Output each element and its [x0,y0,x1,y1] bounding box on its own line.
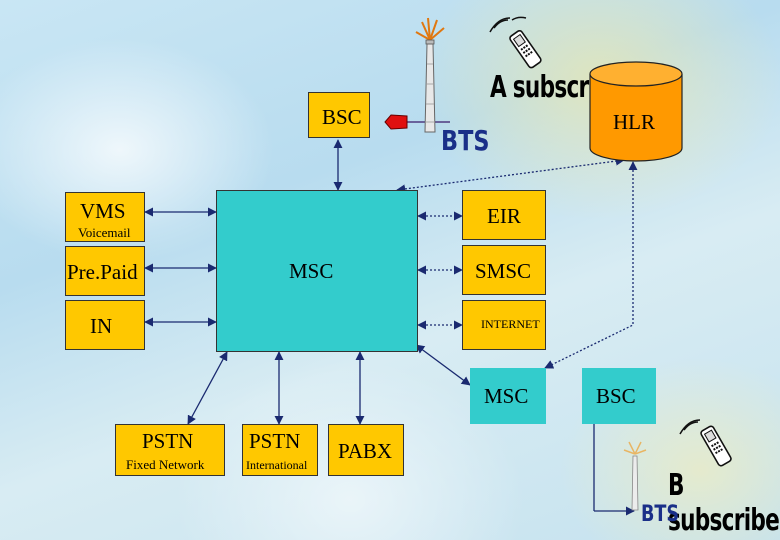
mobile-phone-icon [489,16,542,69]
hlr-label: HLR [613,110,655,134]
link-hlr-msc2 [544,161,638,369]
prepaid-node[interactable]: Pre.Paid [65,246,145,296]
link-msc-hlr [396,156,625,194]
pstn-intl-node[interactable]: PSTN International [242,424,318,476]
pabx-node[interactable]: PABX [328,424,404,476]
msc-second-node[interactable]: MSC [470,368,546,424]
smsc-node[interactable]: SMSC [462,245,546,295]
bts-top-label: BTS [441,124,490,157]
pstn-fixed-label: PSTN [142,429,194,453]
bsc-right-node[interactable]: BSC [582,368,656,424]
msc-second-label: MSC [484,384,529,408]
internet-label: INTERNET [481,317,540,331]
bsc-top-node[interactable]: BSC [308,92,370,138]
vms-sublabel: Voicemail [78,225,131,240]
internet-node[interactable]: INTERNET [462,300,546,350]
msc-main-node[interactable]: MSC [216,190,418,352]
in-label: IN [90,314,113,338]
pstn-fixed-sublabel: Fixed Network [126,457,205,472]
mobile-phone-icon [679,419,732,467]
pstn-intl-label: PSTN [249,429,301,453]
eir-label: EIR [487,204,521,228]
vms-label: VMS [80,199,126,223]
bsc-connector-icon [384,114,408,130]
hlr-node[interactable] [588,60,684,164]
smsc-label: SMSC [475,259,532,283]
pstn-fixed-node[interactable]: PSTN Fixed Network [115,424,225,476]
msc-main-label: MSC [289,259,334,283]
link-msc-msc2 [415,344,471,386]
antenna-mast-icon [623,441,647,511]
bsc-right-label: BSC [596,384,636,408]
link-msc-pstn-fixed [187,351,228,425]
eir-node[interactable]: EIR [462,190,546,240]
prepaid-label: Pre.Paid [67,260,138,284]
pstn-intl-sublabel: International [246,458,308,472]
bsc-top-label: BSC [322,105,362,129]
in-node[interactable]: IN [65,300,145,350]
antenna-mast-icon [415,17,445,133]
bts-bottom-label: BTS [641,502,680,527]
pabx-label: PABX [338,439,393,463]
vms-node[interactable]: VMS Voicemail [65,192,145,242]
b-subscriber-label: B subscriber [668,468,780,538]
